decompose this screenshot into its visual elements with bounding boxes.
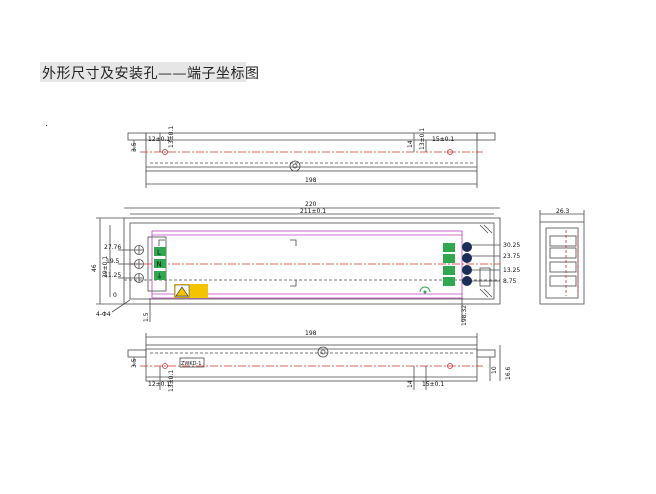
front-dim-holes: 211±0.1 <box>300 208 326 215</box>
top-dim-left-b: 13±0.1 <box>168 126 175 148</box>
front-dim-height: 46 <box>91 264 98 272</box>
front-outer <box>123 217 501 305</box>
right-coord-3: 13.25 <box>503 267 520 274</box>
bottom-left-hole <box>162 363 168 369</box>
bottom-dim-left-b: 13±0.1 <box>168 370 175 392</box>
top-dim-length: 198 <box>305 177 317 184</box>
terminal-l-label: L <box>157 249 161 257</box>
left-terminal-screw-1 <box>134 245 144 255</box>
bottom-dim-length: 198 <box>305 330 317 337</box>
right-coord-1: 30.25 <box>503 242 520 249</box>
front-dim-bottom-left: 1.5 <box>143 312 150 322</box>
top-left-hole <box>162 149 168 155</box>
terminal-n-label: N <box>157 261 162 269</box>
bottom-view <box>127 333 501 390</box>
left-terminal-screw-3 <box>134 273 144 283</box>
terminal-ground <box>154 271 166 280</box>
side-inner <box>545 227 579 299</box>
mount-holes-label: 4-Φ4 <box>96 311 111 318</box>
right-coord-2: 23.75 <box>503 253 520 260</box>
front-pcb-frame <box>151 230 463 299</box>
bottom-tag-label: ZWKD-1 <box>181 361 201 367</box>
top-center-screw <box>289 160 301 172</box>
side-dim-width: 26.3 <box>556 208 570 215</box>
bottom-center-screw-inner <box>320 349 326 355</box>
bottom-tag-box <box>179 357 205 368</box>
adjust-icon <box>419 286 431 293</box>
left-coord-2: 19.5 <box>106 258 120 265</box>
top-dim-left-a: 12±0.1 <box>148 136 170 143</box>
bottom-dim-left-a: 12±0.1 <box>148 381 170 388</box>
bottom-right-endcap <box>476 349 496 358</box>
marker-dot: . <box>45 118 49 129</box>
right-terminal-2 <box>443 254 455 263</box>
terminal-ground-label: ⏚ <box>156 273 163 281</box>
terminal-n <box>154 259 166 268</box>
bottom-dim-left-c: 3.5 <box>131 358 138 368</box>
left-coord-1: 27.76 <box>104 244 121 251</box>
front-dim-height-holes: 39±0.1 <box>102 256 109 278</box>
top-dim-right-a: 15±0.1 <box>432 136 454 143</box>
left-coord-4: 0 <box>113 292 117 299</box>
bottom-dim-right-c: 14 <box>407 380 414 388</box>
bottom-dim-right-e: 16.6 <box>505 366 512 380</box>
top-dim-right-b: 13±0.1 <box>419 128 426 150</box>
front-dim-bottom-right: 198.32 <box>461 305 468 326</box>
right-dark-terminal-1 <box>462 242 472 252</box>
top-left-endcap <box>127 132 147 141</box>
top-view <box>127 132 496 188</box>
top-dim-right-c: 14 <box>407 140 414 148</box>
right-connector-outline <box>479 267 491 287</box>
bottom-right-hole <box>447 363 453 369</box>
right-terminal-1 <box>443 243 455 252</box>
top-center-screw-inner <box>292 163 298 169</box>
right-terminal-3 <box>443 266 455 275</box>
bottom-dim-right-d: 10 <box>491 366 498 374</box>
side-outer <box>539 221 585 305</box>
right-terminal-4 <box>443 277 455 286</box>
right-dark-terminal-3 <box>462 265 472 275</box>
right-dark-terminal-4 <box>462 276 472 286</box>
bottom-center-screw <box>317 346 329 358</box>
terminal-l <box>154 247 166 256</box>
front-inner <box>129 222 495 300</box>
warning-icon <box>175 286 189 297</box>
bottom-dim-right-a: 15±0.1 <box>422 381 444 388</box>
page-title: 外形尺寸及安装孔——端子坐标图 <box>42 66 260 82</box>
top-right-endcap <box>476 132 496 141</box>
bottom-body <box>145 344 478 382</box>
left-coord-3: 11.25 <box>104 272 121 279</box>
left-terminal-screw-2 <box>134 259 144 269</box>
right-dark-terminal-2 <box>462 253 472 263</box>
top-right-hole <box>447 149 453 155</box>
right-coord-4: 8.75 <box>503 278 517 285</box>
top-dim-left-c: 3.5 <box>131 142 138 152</box>
title-background <box>40 62 246 82</box>
front-dim-total: 220 <box>305 201 317 208</box>
bottom-left-endcap <box>127 349 147 358</box>
side-view <box>539 210 585 305</box>
